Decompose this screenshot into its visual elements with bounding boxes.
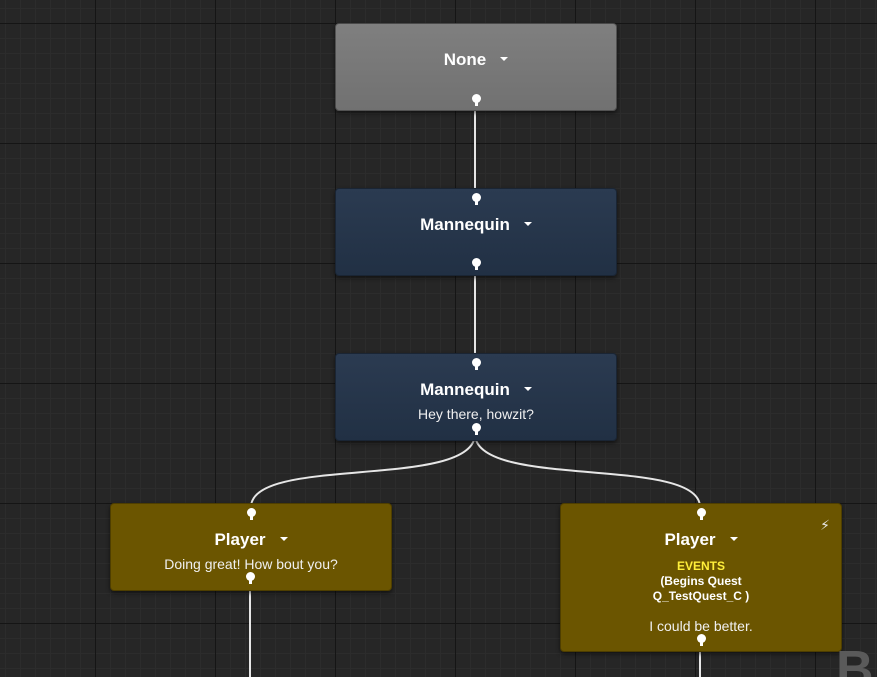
- output-pin-icon[interactable]: [246, 572, 255, 585]
- speaker-label: Player: [214, 530, 266, 549]
- dialogue-node-player[interactable]: Player Doing great! How bout you?: [110, 503, 392, 591]
- dialogue-node-npc[interactable]: Mannequin Hey there, howzit?: [335, 353, 617, 441]
- input-pin-icon[interactable]: [247, 508, 256, 521]
- dropdown-caret-icon[interactable]: [729, 536, 738, 541]
- wire-npc2-to-player2: [474, 433, 701, 508]
- dialogue-node-root[interactable]: None: [335, 23, 617, 111]
- input-pin-icon[interactable]: [472, 193, 481, 206]
- speaker-selector[interactable]: Mannequin: [336, 215, 616, 235]
- dropdown-caret-icon[interactable]: [279, 536, 288, 541]
- lightning-icon[interactable]: ⚡: [820, 517, 830, 533]
- output-pin-icon[interactable]: [697, 634, 706, 647]
- dropdown-caret-icon[interactable]: [500, 56, 509, 61]
- speaker-label: Player: [664, 530, 716, 549]
- events-label: EVENTS: [676, 559, 725, 573]
- dialogue-line-text: Doing great! How bout you?: [164, 556, 338, 572]
- dialogue-line-text: I could be better.: [649, 618, 753, 634]
- speaker-selector[interactable]: Player: [111, 530, 391, 550]
- output-pin-icon[interactable]: [472, 94, 481, 107]
- dropdown-caret-icon[interactable]: [523, 221, 532, 226]
- watermark-logo: B: [836, 641, 874, 677]
- events-detail: (Begins Quest Q_TestQuest_C ): [652, 574, 750, 603]
- wire-npc2-to-player1: [250, 433, 476, 508]
- speaker-selector[interactable]: Player: [561, 530, 841, 550]
- dialogue-node-npc[interactable]: Mannequin: [335, 188, 617, 276]
- input-pin-icon[interactable]: [697, 508, 706, 521]
- output-pin-icon[interactable]: [472, 258, 481, 271]
- dialogue-line-text: Hey there, howzit?: [418, 406, 534, 422]
- speaker-label: None: [443, 50, 487, 69]
- speaker-label: Mannequin: [420, 380, 510, 399]
- speaker-selector[interactable]: Mannequin: [336, 380, 616, 400]
- input-pin-icon[interactable]: [472, 358, 481, 371]
- dropdown-caret-icon[interactable]: [523, 386, 532, 391]
- output-pin-icon[interactable]: [472, 423, 481, 436]
- dialogue-node-player-with-events[interactable]: ⚡ Player EVENTS (Begins Quest Q_TestQues…: [560, 503, 842, 652]
- speaker-selector[interactable]: None: [336, 50, 616, 70]
- speaker-label: Mannequin: [420, 215, 510, 234]
